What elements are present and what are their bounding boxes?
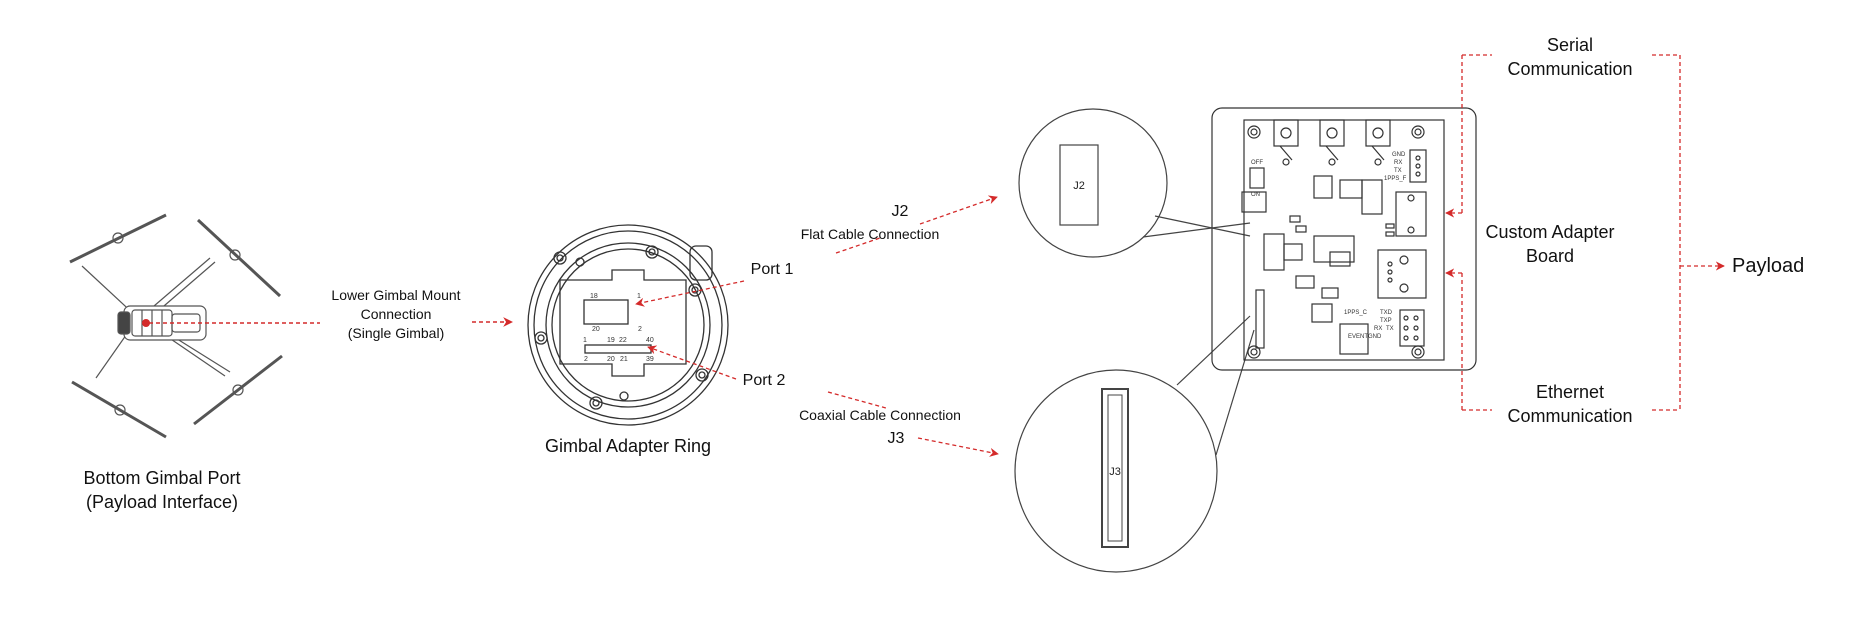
ring-latch xyxy=(689,245,713,281)
flat-cable-label: Flat Cable Connection xyxy=(800,226,940,242)
custom-adapter-board xyxy=(1211,107,1477,371)
silk-gnd: GND xyxy=(1392,152,1406,158)
serial-communication-label: Serial Communication xyxy=(1490,33,1650,82)
main-chip xyxy=(1313,235,1355,263)
board-enclosure xyxy=(1211,107,1477,371)
flat-cable-line xyxy=(835,237,881,254)
pin-label-2b: 2 xyxy=(584,356,588,363)
port1-arrow xyxy=(635,280,745,307)
board-caption: Custom Adapter Board xyxy=(1470,220,1630,269)
payload-label: Payload xyxy=(1732,255,1805,277)
pin-label-39: 39 xyxy=(646,356,654,363)
silk-on: ON xyxy=(1251,192,1260,198)
serial-bracket xyxy=(1445,54,1492,218)
event-header xyxy=(1339,323,1369,355)
power-connector-3 xyxy=(1365,119,1391,147)
ring-inner xyxy=(545,242,711,408)
gimbal-port-block xyxy=(117,311,131,335)
pin-label-1b: 1 xyxy=(583,337,587,344)
mount-connection-label: Lower Gimbal Mount Connection (Single Gi… xyxy=(316,286,476,343)
silk-off: OFF xyxy=(1251,160,1263,166)
pin-label-18: 18 xyxy=(590,293,598,300)
board-caption-line2: Board xyxy=(1525,246,1575,267)
propeller-front-left xyxy=(69,213,167,264)
drone-top-view xyxy=(69,213,283,439)
coaxial-cable-label: Coaxial Cable Connection xyxy=(799,407,961,423)
gimbal-adapter-ring xyxy=(527,224,729,426)
propeller-rear-right xyxy=(193,354,283,426)
j3-connector xyxy=(1101,388,1129,548)
port2-label: Port 2 xyxy=(742,372,786,389)
port1-label: Port 1 xyxy=(750,261,794,278)
ethernet-line1: Ethernet xyxy=(1535,382,1605,402)
usb-connector xyxy=(1241,191,1267,213)
j3-arrow xyxy=(917,437,999,457)
silk-rx: RX xyxy=(1394,160,1402,166)
silk-tx-2: TX xyxy=(1386,326,1394,332)
silk-pps-c: 1PPS_C xyxy=(1344,310,1368,316)
pin-label-22: 22 xyxy=(619,337,627,344)
motor-front-left xyxy=(112,232,124,244)
ring-center-plate xyxy=(559,269,687,377)
silk-pps-f: 1PPS_F xyxy=(1384,176,1407,182)
j2-arrow xyxy=(919,195,998,225)
serial-port-block xyxy=(1395,191,1427,237)
j2-zoom-label: J2 xyxy=(1073,180,1085,192)
serial-header xyxy=(1409,149,1427,183)
j3-onboard xyxy=(1255,289,1265,349)
drone-caption: Bottom Gimbal Port (Payload Interface) xyxy=(62,466,262,515)
motor-rear-right xyxy=(232,384,244,396)
pin-label-20: 20 xyxy=(592,326,600,333)
payload-bracket xyxy=(1652,54,1725,411)
ethernet-line2: Communication xyxy=(1507,406,1633,427)
power-connector-1 xyxy=(1273,119,1299,147)
power-connector-2 xyxy=(1319,119,1345,147)
ethernet-communication-label: Ethernet Communication xyxy=(1490,380,1650,429)
serial-line2: Communication xyxy=(1507,59,1633,80)
j2-zoom-bubble xyxy=(1018,108,1251,258)
pin-label-21: 21 xyxy=(620,356,628,363)
motor-rear-left xyxy=(114,404,126,416)
silk-txd: TXD xyxy=(1380,310,1393,316)
power-switch xyxy=(1249,167,1265,189)
j3-zoom-bubble xyxy=(1014,315,1255,573)
drone-caption-line1: Bottom Gimbal Port xyxy=(83,468,241,488)
serial-line1: Serial xyxy=(1546,35,1594,55)
mount-line1: Lower Gimbal Mount xyxy=(331,287,461,303)
port1-connector xyxy=(583,299,629,325)
pps-header xyxy=(1399,309,1425,347)
propeller-rear-left xyxy=(71,380,167,439)
motor-front-right xyxy=(229,249,241,261)
pin-label-2: 2 xyxy=(638,326,642,333)
j3-label: J3 xyxy=(887,430,905,447)
mount-line3: (Single Gimbal) xyxy=(347,324,445,341)
pin-label-1: 1 xyxy=(637,293,641,300)
silk-eventgnd: EVENTGND xyxy=(1348,334,1382,340)
silk-rx-2: RX xyxy=(1374,326,1382,332)
drone-caption-line2: (Payload Interface) xyxy=(85,492,239,513)
j2-onboard xyxy=(1263,233,1285,271)
pin-label-19: 19 xyxy=(607,337,615,344)
j3-zoom-label: J3 xyxy=(1109,466,1121,478)
port2-arrow xyxy=(647,345,737,380)
pin-label-40: 40 xyxy=(646,337,654,344)
ring-caption: Gimbal Adapter Ring xyxy=(544,436,712,456)
silk-txp: TXP xyxy=(1380,318,1392,324)
board-caption-line1: Custom Adapter xyxy=(1485,222,1615,242)
port2-connector xyxy=(584,344,652,354)
ethernet-bracket xyxy=(1445,268,1492,411)
coaxial-cable-line xyxy=(827,391,887,409)
j2-label: J2 xyxy=(891,203,909,220)
ethernet-port-block xyxy=(1377,249,1427,299)
mount-line2: Connection xyxy=(360,305,432,322)
pin-label-20b: 20 xyxy=(607,356,615,363)
silk-tx: TX xyxy=(1394,168,1402,174)
ring-outer xyxy=(527,224,729,426)
